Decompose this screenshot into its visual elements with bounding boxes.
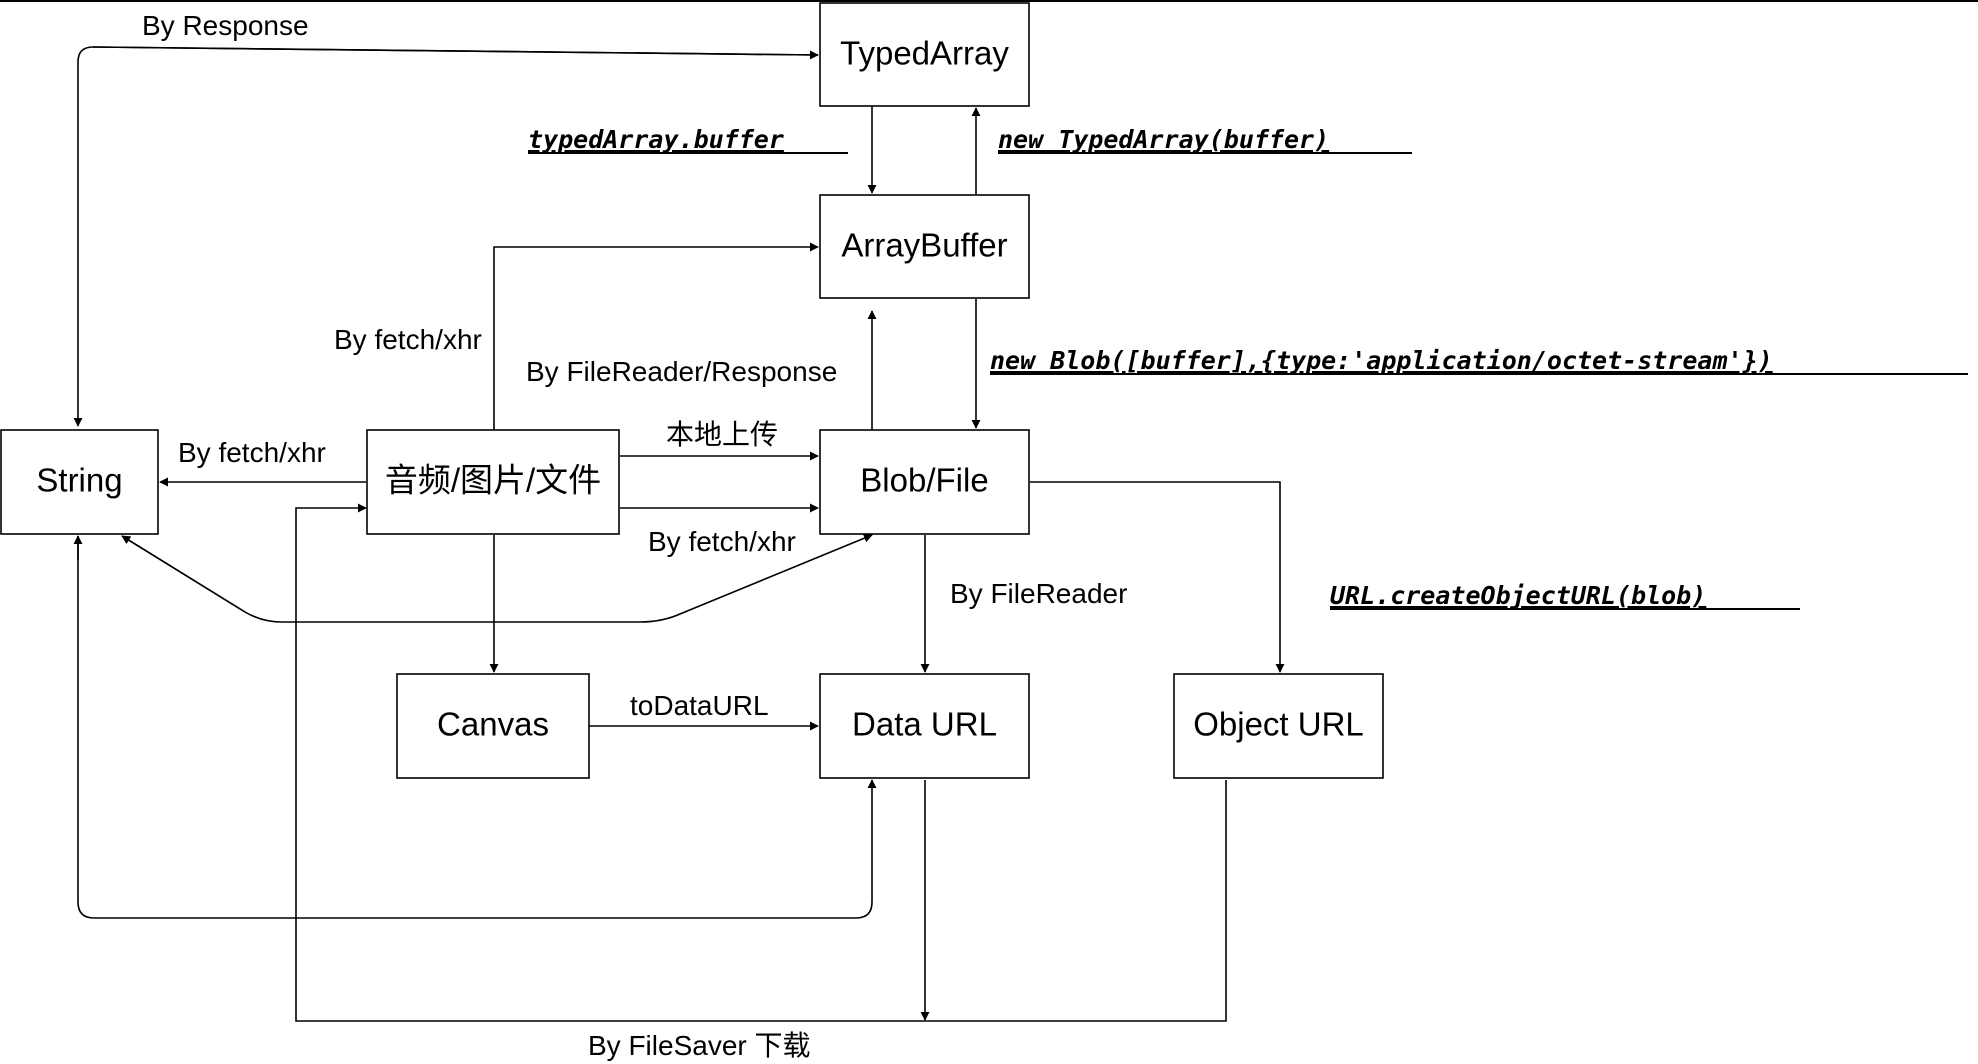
node-label: TypedArray (840, 35, 1009, 72)
label-new-typedarray: new TypedArray(buffer) (998, 125, 1329, 154)
edge-string-blob-curve-start (121, 535, 246, 613)
edges (73, 46, 1285, 1022)
edge-by-response (73, 46, 819, 427)
node-label: ArrayBuffer (841, 227, 1007, 264)
label-new-blob: new Blob([buffer],{type:'application/oct… (990, 346, 1773, 375)
node-label: Data URL (852, 706, 997, 743)
label-by-filereader: By FileReader (950, 578, 1127, 609)
node-arraybuffer: ArrayBuffer (819, 194, 1030, 299)
node-media-file: 音频/图片/文件 (366, 429, 620, 535)
label-by-filesaver: By FileSaver 下载 (588, 1030, 811, 1061)
node-string: String (0, 429, 159, 535)
label-create-object-url: URL.createObjectURL(blob) (1330, 581, 1706, 610)
node-canvas: Canvas (396, 673, 590, 779)
node-typedarray: TypedArray (819, 2, 1030, 107)
node-object-url: Object URL (1173, 673, 1384, 779)
label-by-fetch-xhr-string: By fetch/xhr (178, 437, 326, 468)
label-by-response: By Response (142, 10, 309, 41)
label-to-data-url: toDataURL (630, 690, 769, 721)
node-blob-file: Blob/File (819, 429, 1030, 535)
edge-by-response-head (92, 46, 819, 60)
edge-blob-to-objecturl (1030, 481, 1285, 673)
node-label: String (36, 462, 122, 499)
label-by-fetch-xhr-arraybuffer: By fetch/xhr (334, 324, 482, 355)
edge-filesaver-loop (295, 503, 1227, 1022)
label-typedarray-buffer: typedArray.buffer (528, 125, 784, 154)
edge-media-to-arraybuffer (493, 242, 819, 430)
edge-string-dataurl-loop (77, 536, 877, 919)
node-label: Blob/File (860, 462, 988, 499)
node-label: Canvas (437, 706, 549, 743)
label-local-upload: 本地上传 (666, 419, 778, 450)
label-by-fetch-xhr-blob: By fetch/xhr (648, 526, 796, 557)
node-label: Object URL (1193, 706, 1364, 743)
node-data-url: Data URL (819, 673, 1030, 779)
label-by-filereader-response: By FileReader/Response (526, 356, 837, 387)
edge-string-blob-curve (121, 533, 873, 623)
node-label: 音频/图片/文件 (385, 462, 601, 499)
